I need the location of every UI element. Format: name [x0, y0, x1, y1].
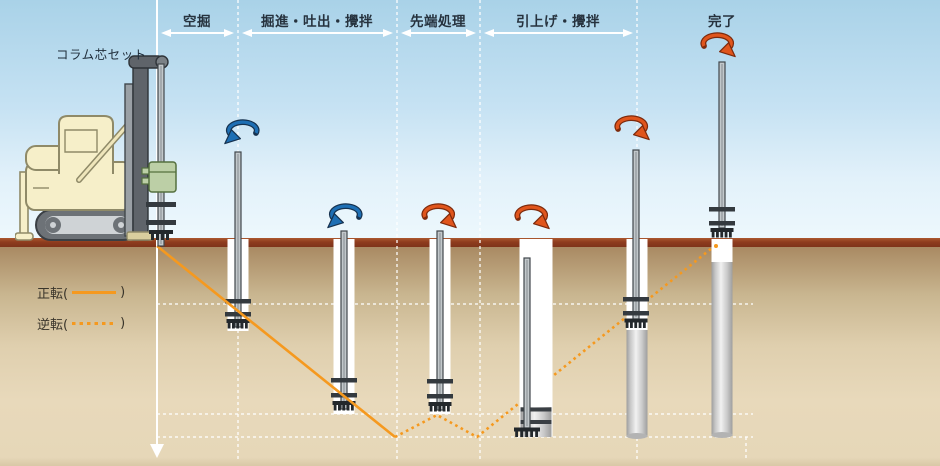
drill-bit — [624, 318, 648, 323]
machine-stage-label: コラム芯セット — [56, 47, 147, 62]
stage-drilling-drill — [331, 230, 357, 414]
rotation-arrow-ccw-icon — [224, 119, 260, 145]
section-label-complete: 完了 — [708, 14, 736, 30]
forward-rotation-line — [156, 244, 396, 439]
reverse-rotation-line-sample — [72, 321, 117, 325]
mixing-blade — [225, 312, 251, 317]
rotation-arrow-cw-icon — [614, 115, 650, 141]
drill-bit — [428, 402, 452, 406]
stage-complete-column — [709, 61, 735, 438]
down-arrow-icon — [150, 444, 164, 458]
section-label-withdrawal: 引上げ・攪拌 — [516, 14, 600, 30]
mixing-blade — [709, 207, 735, 212]
drill-rig-machine — [15, 55, 177, 247]
soil-cement-column — [711, 262, 733, 436]
reverse-rotation-line — [394, 246, 713, 439]
stage-tip-treatment-drill — [427, 230, 453, 414]
section-extent-arrow — [401, 29, 476, 37]
soil-cement-column — [626, 330, 648, 437]
mixing-blade — [709, 221, 735, 226]
machine-body — [25, 115, 133, 211]
mixing-blade — [520, 420, 552, 424]
rotary-motor — [141, 161, 177, 193]
crawler-track — [35, 209, 139, 241]
rotation-arrow-ccw-icon — [327, 203, 363, 229]
legend-reverse-rotation: 逆転( ) — [37, 315, 126, 333]
section-extent-arrow — [242, 29, 393, 37]
drill-bit — [514, 427, 540, 432]
section-label-tip-treatment: 先端処理 — [410, 14, 466, 30]
rotation-legend: 正転( ) 逆転( ) — [37, 284, 125, 346]
legend-reverse-label: 逆転( — [37, 317, 69, 333]
section-label-karabori: 空掘 — [183, 14, 211, 30]
section-label-drilling: 掘進・吐出・攪拌 — [261, 14, 373, 30]
stage-withdraw-drill — [623, 149, 649, 439]
drill-bit — [710, 228, 734, 232]
path-end-dot — [714, 244, 718, 248]
drill-bit — [332, 401, 356, 405]
stage-withdraw-start-drill — [514, 239, 553, 437]
forward-rotation-line-sample — [72, 290, 117, 294]
legend-forward-label: 正転( — [37, 286, 69, 302]
mixing-blade — [623, 297, 649, 302]
rotation-arrow-cw-icon — [514, 204, 550, 230]
drill-rod — [157, 63, 165, 247]
mixing-blade — [331, 378, 357, 383]
rotation-arrow-cw-icon — [700, 32, 736, 58]
mixing-blade — [623, 311, 649, 316]
mixing-blade — [427, 394, 453, 399]
drill-bit — [226, 319, 250, 323]
mixing-blade — [427, 379, 453, 384]
legend-forward-rotation: 正転( ) — [37, 284, 126, 302]
mast-leader — [124, 55, 169, 241]
section-extent-arrow — [484, 29, 633, 37]
section-extent-arrow — [161, 29, 234, 37]
mixing-blade — [520, 407, 552, 412]
rotation-arrow-cw-icon — [421, 203, 457, 229]
mixing-blade — [225, 299, 251, 304]
ground-surface-band — [0, 238, 940, 247]
auger-head — [146, 202, 176, 240]
